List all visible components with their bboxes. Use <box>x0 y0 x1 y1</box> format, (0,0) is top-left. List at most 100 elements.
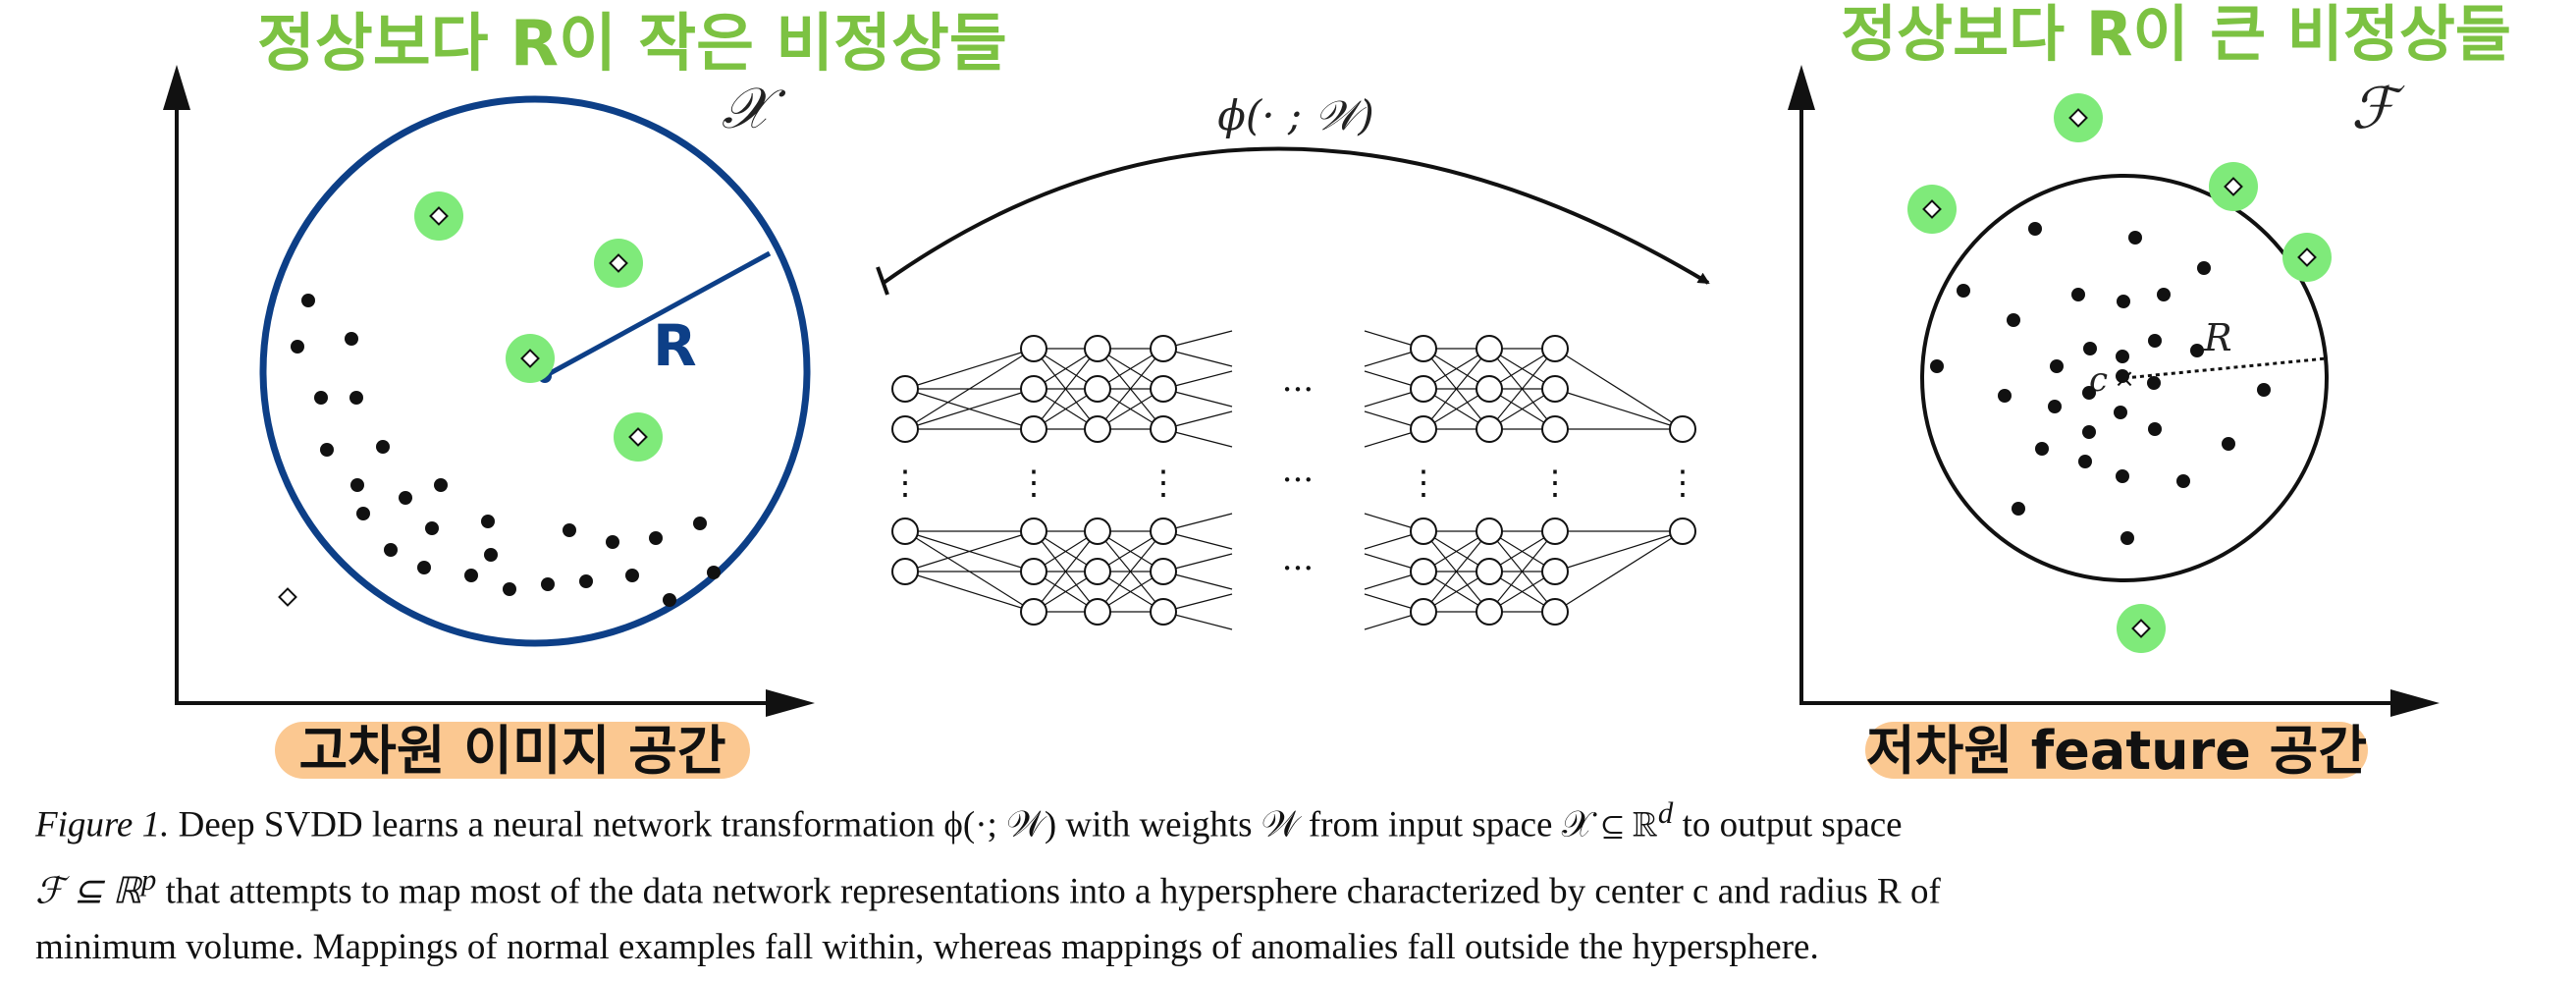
network-neuron <box>1084 335 1111 362</box>
network-vertical-ellipsis: ⋮ <box>1538 463 1572 503</box>
input-normal-point <box>376 440 390 454</box>
input-normal-point <box>503 582 516 596</box>
caption-line-2-text: that attempts to map most of the data ne… <box>156 871 1941 912</box>
network-horizontal-ellipsis: ··· <box>1282 461 1314 500</box>
mapping-arrow: ϕ(· ; 𝒲) <box>876 91 1710 296</box>
feature-anomaly-point <box>1907 185 1957 234</box>
left-y-axis-arrow <box>163 65 190 110</box>
network-neuron <box>1084 375 1111 403</box>
network-neuron <box>1084 598 1111 626</box>
network-neuron <box>1476 375 1503 403</box>
network-neuron <box>1541 335 1569 362</box>
feature-anomaly-point <box>2117 604 2166 653</box>
input-radius-line <box>543 250 772 379</box>
feature-space-panel: × c R ℱ <box>1788 65 2440 717</box>
right-x-axis-arrow <box>2390 689 2440 717</box>
caption-line-2-start: ℱ ⊆ ℝ <box>35 871 141 912</box>
input-normal-point <box>649 531 663 545</box>
feature-normal-point <box>2147 376 2161 390</box>
feature-normal-point <box>2176 474 2190 488</box>
network-vertical-ellipsis: ⋮ <box>888 463 922 503</box>
network-horizontal-ellipsis: ··· <box>1282 549 1314 588</box>
network-vertical-ellipsis: ⋮ <box>1147 463 1180 503</box>
input-outlier-diamond <box>278 587 297 607</box>
input-anomaly-point <box>506 334 555 383</box>
feature-hypersphere <box>1920 174 2329 582</box>
network-neuron <box>891 558 919 585</box>
input-normal-point <box>434 478 448 492</box>
network-horizontal-ellipsis: ··· <box>1282 370 1314 409</box>
deep-svdd-figure: 𝒳 정상보다 R이 작은 비정상들 정상보다 R이 큰 비정상들 R 고차원 이… <box>163 0 2511 782</box>
caption-label: Figure 1. <box>35 804 170 845</box>
network-neuron <box>1669 518 1696 545</box>
input-normal-point <box>356 507 370 520</box>
input-space-panel: 𝒳 <box>163 65 815 717</box>
feature-normal-point <box>2116 369 2129 383</box>
feature-radius-line <box>2123 356 2328 380</box>
network-neuron <box>1084 415 1111 443</box>
left-space-label: 고차원 이미지 공간 <box>275 720 750 782</box>
network-neuron <box>1020 415 1047 443</box>
feature-normal-point <box>2007 313 2020 327</box>
network-neuron <box>1020 518 1047 545</box>
network-neuron <box>1150 598 1177 626</box>
feature-normal-point <box>2028 222 2042 236</box>
input-anomaly-point <box>594 239 643 288</box>
feature-normal-point <box>2128 231 2142 245</box>
feature-normal-point <box>1930 359 1944 373</box>
caption-line-1-sup: d <box>1657 796 1674 830</box>
input-anomaly-point <box>414 191 463 241</box>
feature-normal-point <box>2117 295 2130 308</box>
feature-normal-point <box>1998 389 2012 403</box>
feature-normal-points <box>1930 222 2271 545</box>
feature-anomaly-point <box>2209 162 2258 211</box>
left-radius-label: R <box>653 312 697 379</box>
network-neuron <box>1410 558 1437 585</box>
network-neuron <box>1020 335 1047 362</box>
network-neuron <box>1541 415 1569 443</box>
network-neuron <box>1476 518 1503 545</box>
input-normal-point <box>707 566 721 579</box>
caption-line-1: Figure 1. Deep SVDD learns a neural netw… <box>35 786 2558 852</box>
network-neuron <box>1084 558 1111 585</box>
feature-normal-point <box>2257 383 2271 397</box>
mapping-label: ϕ(· ; 𝒲) <box>1217 91 1374 139</box>
feature-normal-point <box>1957 284 1970 298</box>
input-normal-point <box>417 561 431 574</box>
feature-normal-point <box>2083 342 2097 355</box>
feature-normal-point <box>2048 400 2062 413</box>
input-normal-point <box>481 515 495 528</box>
network-vertical-ellipsis: ⋮ <box>1017 463 1050 503</box>
input-space-symbol: 𝒳 <box>722 75 786 141</box>
network-neuron <box>1150 518 1177 545</box>
input-normal-point <box>625 569 639 582</box>
input-normal-point <box>484 548 498 562</box>
feature-normal-point <box>2222 437 2235 451</box>
input-normal-point <box>693 517 707 530</box>
input-normal-point <box>663 593 676 607</box>
network-neuron <box>1020 558 1047 585</box>
input-normal-point <box>606 535 619 549</box>
network-neuron <box>1410 335 1437 362</box>
network-neuron <box>1150 558 1177 585</box>
left-annotation-title: 정상보다 R이 작은 비정상들 <box>257 8 1007 81</box>
network-vertical-ellipsis: ⋮ <box>1407 463 1440 503</box>
network-neuron <box>1410 598 1437 626</box>
feature-normal-point <box>2197 261 2211 275</box>
feature-normal-point <box>2116 350 2129 363</box>
input-normal-point <box>399 491 412 505</box>
input-normal-point <box>301 294 315 307</box>
network-neuron <box>1410 415 1437 443</box>
input-normal-point <box>384 543 398 557</box>
right-y-axis-arrow <box>1788 65 1815 110</box>
network-neuron <box>1150 415 1177 443</box>
input-normal-point <box>579 574 593 588</box>
network-neuron <box>1020 375 1047 403</box>
network-neuron <box>891 518 919 545</box>
input-anomaly-point <box>614 412 663 462</box>
input-normal-point <box>345 332 358 346</box>
network-neuron <box>1476 558 1503 585</box>
network-neuron <box>1476 598 1503 626</box>
input-anomaly-points <box>414 191 663 462</box>
feature-anomaly-points <box>1907 93 2332 653</box>
